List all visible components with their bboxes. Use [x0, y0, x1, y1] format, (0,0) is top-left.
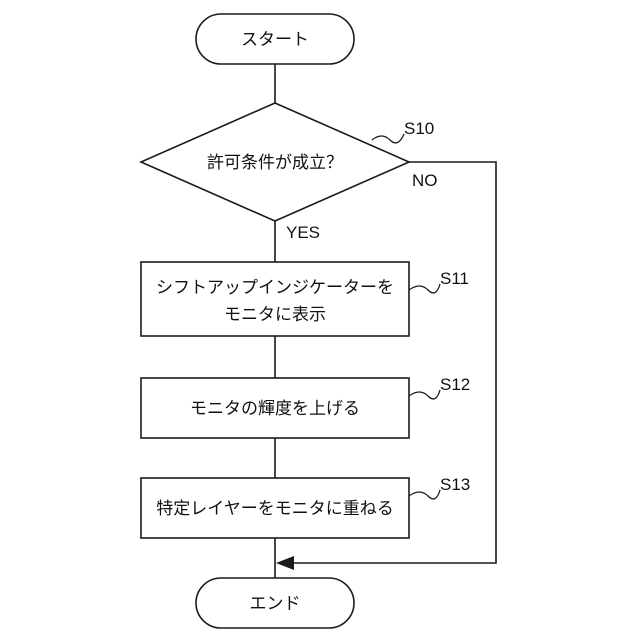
merge-arrowhead	[276, 556, 294, 570]
s12-step-label: S12	[440, 375, 470, 394]
s13-leader-line	[409, 490, 440, 499]
process-s11: シフトアップインジケーターを モニタに表示	[141, 262, 409, 336]
s10-step-label: S10	[404, 119, 434, 138]
s11-label-line-2: モニタに表示	[224, 305, 326, 325]
s11-label-line-1: シフトアップインジケーターを	[156, 278, 394, 298]
start-label: スタート	[241, 30, 309, 50]
yes-branch-label: YES	[286, 223, 320, 242]
end-terminal: エンド	[196, 578, 354, 628]
s10-leader-line	[372, 134, 404, 143]
start-terminal: スタート	[196, 14, 354, 64]
no-branch-label: NO	[412, 171, 438, 190]
process-s12: モニタの輝度を上げる	[141, 378, 409, 438]
s11-step-label: S11	[440, 269, 469, 288]
s13-label: 特定レイヤーをモニタに重ねる	[156, 499, 394, 519]
s12-leader-line	[409, 390, 440, 399]
end-label: エンド	[250, 594, 301, 614]
s11-leader-line	[409, 284, 440, 293]
decision-label: 許可条件が成立？	[207, 153, 343, 173]
process-s13: 特定レイヤーをモニタに重ねる	[141, 478, 409, 538]
s13-step-label: S13	[440, 475, 470, 494]
s12-label: モニタの輝度を上げる	[190, 399, 360, 419]
decision-node: 許可条件が成立？	[141, 103, 409, 221]
